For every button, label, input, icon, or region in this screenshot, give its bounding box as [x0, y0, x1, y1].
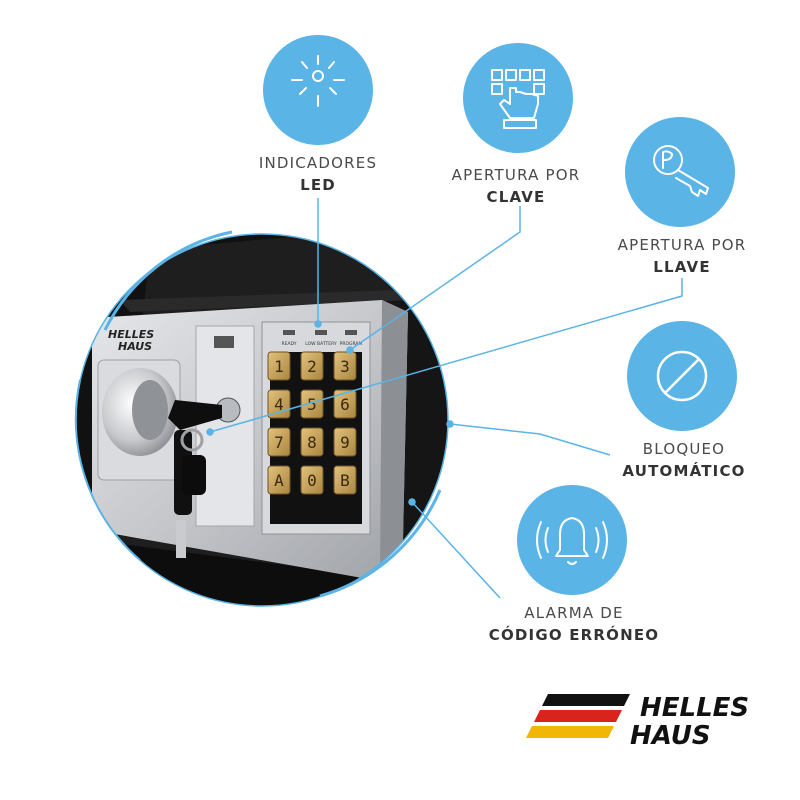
label-alarma: ALARMA DE CÓDIGO ERRÓNEO: [489, 602, 660, 646]
keypad-key: B: [333, 465, 357, 495]
label-led-line1: INDICADORES: [258, 154, 378, 172]
keypad-keys: 1 2 3 4 5 6 7 8 9A 0 B: [267, 351, 357, 495]
feature-llave: [625, 117, 735, 227]
logo-line2: HAUS: [630, 721, 711, 751]
label-clave-line1: APERTURA POR: [451, 166, 581, 184]
keypad-key-label: 7: [274, 433, 284, 452]
keypad-key-label: B: [340, 471, 350, 490]
keypad-key-label: 1: [274, 357, 284, 376]
flag-stripe-gold: [526, 726, 614, 738]
led-indicators: READY LOW BATTERY PROGRAM: [281, 330, 363, 347]
keypad-key: 6: [333, 389, 357, 419]
keypad-key-label: 5: [307, 395, 317, 414]
bell-alarm-icon: [536, 517, 608, 565]
keypad-key: 5: [300, 389, 324, 419]
keypad-hand-icon: [491, 69, 545, 129]
led-label-ready: READY: [281, 341, 296, 347]
feature-bloqueo: [627, 321, 737, 431]
label-llave-line1: APERTURA POR: [617, 236, 747, 254]
safe-brand-line2: HAUS: [118, 340, 152, 353]
logo-line1: HELLES: [640, 693, 749, 723]
keypad-key-label: 2: [307, 357, 317, 376]
key-icon: [653, 145, 709, 197]
keypad-key: 0: [300, 465, 324, 495]
brand-logo: HELLES HAUS: [526, 693, 749, 751]
sun-icon: [291, 55, 345, 107]
keypad-key-label: A: [274, 471, 284, 490]
label-led-line2: LED: [300, 176, 336, 194]
keypad-key-label: 8: [307, 433, 317, 452]
keypad-key-label: 0: [307, 471, 317, 490]
callout-clave: [349, 206, 521, 351]
label-llave: APERTURA POR LLAVE: [618, 234, 747, 278]
feature-clave: [463, 43, 573, 153]
prohibited-icon: [656, 350, 708, 402]
led-label-low-battery: LOW BATTERY: [305, 341, 337, 347]
label-led: INDICADORES LED: [259, 152, 377, 196]
callout-alarma: [411, 501, 501, 599]
keypad-key: 1: [267, 351, 291, 381]
keypad-key: 9: [333, 427, 357, 457]
label-alarma-line1: ALARMA DE: [524, 604, 624, 622]
label-bloqueo: BLOQUEO AUTOMÁTICO: [622, 438, 745, 482]
keypad-key: 3: [333, 351, 357, 381]
label-bloqueo-line2: AUTOMÁTICO: [622, 462, 746, 480]
callout-llave: [209, 278, 683, 433]
label-alarma-line2: CÓDIGO ERRÓNEO: [488, 626, 660, 644]
keypad-key: 2: [300, 351, 324, 381]
keypad-key-label: 4: [274, 395, 284, 414]
keypad-key: 8: [300, 427, 324, 457]
feature-led: [263, 35, 373, 145]
callout-lines: [206, 198, 683, 599]
keypad-key: 7: [267, 427, 291, 457]
callout-bloqueo: [449, 423, 611, 456]
label-llave-line2: LLAVE: [653, 258, 711, 276]
keypad-key-label: 9: [340, 433, 350, 452]
flag-stripe-black: [542, 694, 630, 706]
led-label-program: PROGRAM: [340, 341, 363, 347]
safe-photo: READY LOW BATTERY PROGRAM 1 2 3 4 5 6 7 8 9A 0 B H…: [74, 230, 449, 607]
keypad-key: A: [267, 465, 291, 495]
keypad-key-label: 6: [340, 395, 350, 414]
label-bloqueo-line1: BLOQUEO: [642, 440, 726, 458]
feature-alarma: [517, 485, 627, 595]
keypad-key-label: 3: [340, 357, 350, 376]
label-clave: APERTURA POR CLAVE: [452, 164, 581, 208]
safe-brand-line1: HELLES: [108, 328, 154, 341]
keys: [168, 400, 222, 558]
label-clave-line2: CLAVE: [486, 188, 546, 206]
flag-stripe-red: [534, 710, 622, 722]
